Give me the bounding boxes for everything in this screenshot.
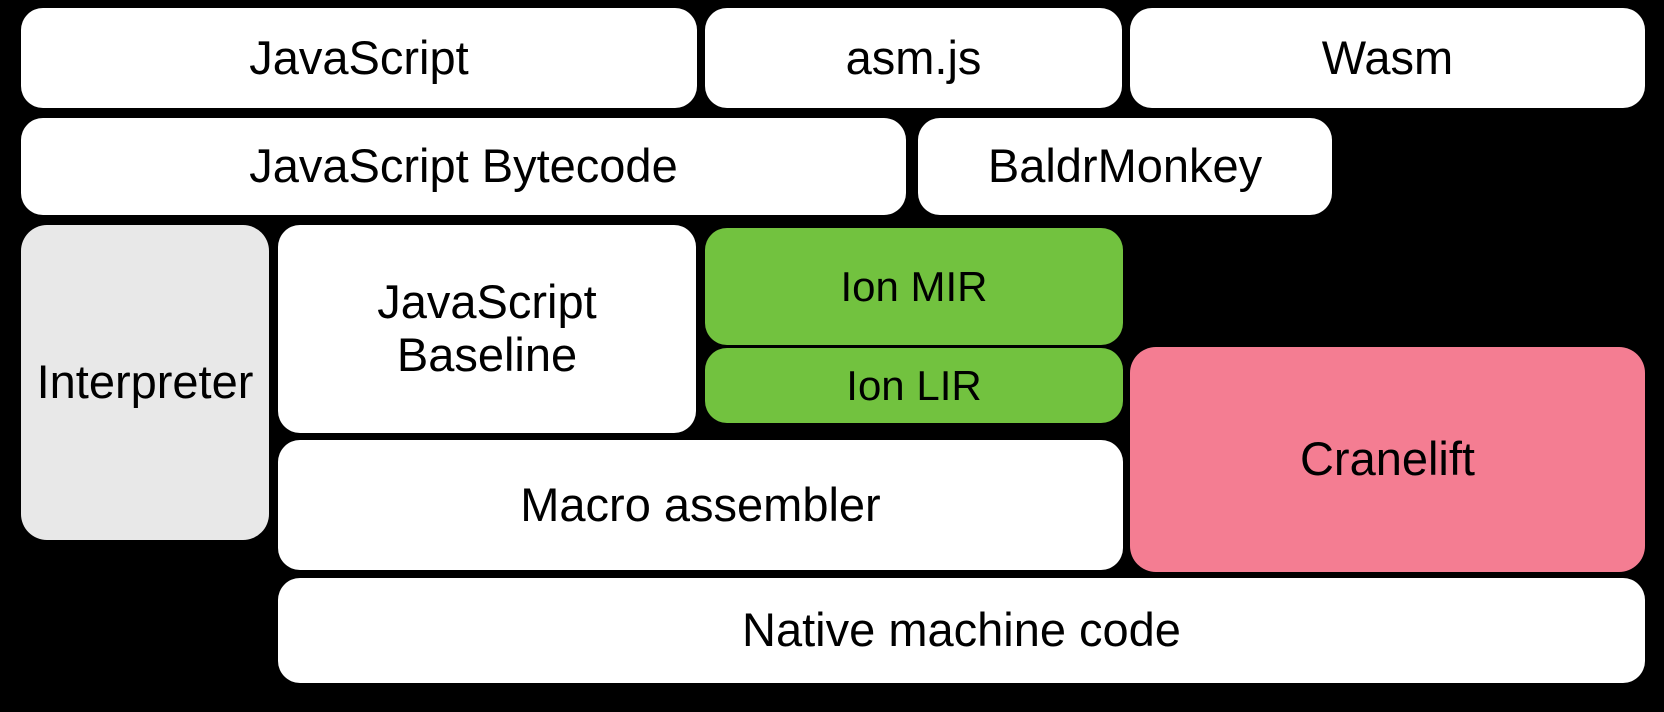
node-javascript: JavaScript (21, 8, 697, 108)
node-cranelift: Cranelift (1130, 347, 1645, 572)
node-wasm: Wasm (1130, 8, 1645, 108)
node-asmjs: asm.js (705, 8, 1122, 108)
node-baldrmonkey: BaldrMonkey (918, 118, 1332, 215)
node-javascript-bytecode: JavaScript Bytecode (21, 118, 906, 215)
node-native-machine-code: Native machine code (278, 578, 1645, 683)
node-javascript-baseline: JavaScript Baseline (278, 225, 696, 433)
node-interpreter: Interpreter (21, 225, 269, 540)
node-macro-assembler: Macro assembler (278, 440, 1123, 570)
node-ion-lir: Ion LIR (705, 348, 1123, 423)
node-ion-mir: Ion MIR (705, 228, 1123, 345)
